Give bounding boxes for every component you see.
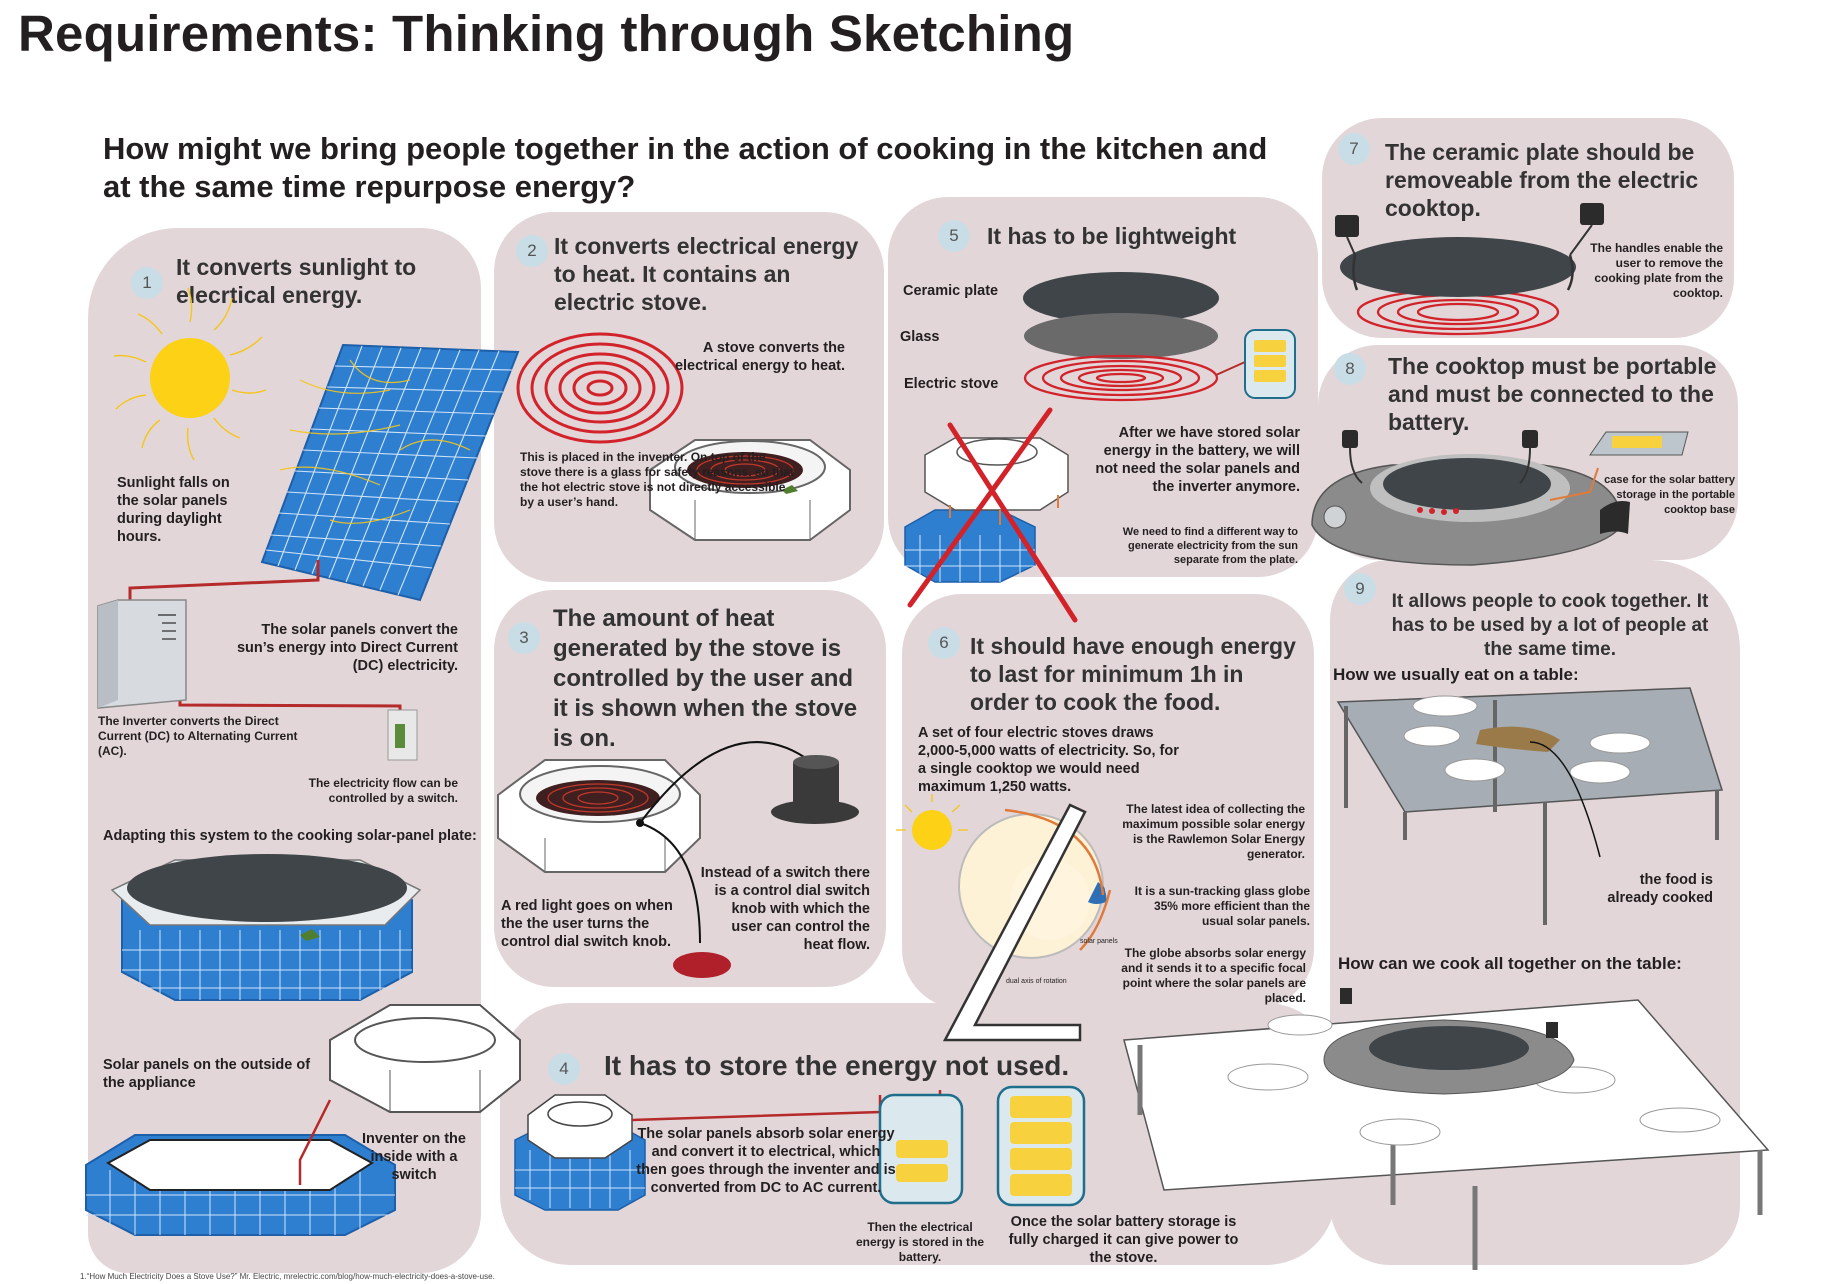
shared-table-icon <box>1123 988 1770 1270</box>
label-inside: Inventer on the inside with a switch <box>362 1131 466 1183</box>
solar-plate-icon <box>110 854 422 1001</box>
step-number-4: 4 <box>548 1053 580 1085</box>
control-knob-icon <box>771 755 859 824</box>
mini-appliance-icon <box>514 1094 646 1211</box>
panel-7 <box>1322 118 1734 338</box>
label-after: After we have stored solar energy in the… <box>1095 425 1300 495</box>
step-number-6: 6 <box>928 627 960 659</box>
label-dial: Instead of a switch there is a control d… <box>700 865 870 953</box>
main-question: How might we bring people together in th… <box>103 131 1268 204</box>
panel-5-heading: It has to be lightweight <box>987 223 1237 249</box>
label-set-of-stoves: A set of four electric stoves draws 2,00… <box>918 725 1179 795</box>
table-icon <box>1336 687 1724 925</box>
label-stove-converts: A stove converts the electrical energy t… <box>674 340 845 374</box>
label-food-cooked: the food is already cooked <box>1607 872 1713 906</box>
label-globe-absorbs: The globe absorbs solar energy and it se… <box>1121 946 1306 1005</box>
label-how-cook-together: How can we cook all together on the tabl… <box>1338 954 1682 973</box>
panel-8-heading: The cooktop must be portable and must be… <box>1388 353 1717 435</box>
panel-6 <box>902 594 1314 1009</box>
panel-6-heading: It should have enough energy to last for… <box>970 633 1296 715</box>
label-electric-stove: Electric stove <box>904 376 999 392</box>
label-red-light: A red light goes on when the the user tu… <box>501 898 673 950</box>
step-number-2: 2 <box>516 235 548 267</box>
step-number-7: 7 <box>1338 133 1370 165</box>
solar-panel-icon <box>260 343 520 602</box>
open-solar-ring-icon <box>85 1099 396 1236</box>
label-case: case for the solar battery storage in th… <box>1604 474 1735 516</box>
step-number-1: 1 <box>131 267 163 299</box>
label-inverter-converts: The Inverter converts the Direct Current… <box>98 714 298 758</box>
label-latest-idea: The latest idea of collecting the maximu… <box>1122 802 1305 861</box>
label-sun-tracking: It is a sun-tracking glass globe 35% mor… <box>1134 884 1310 928</box>
battery-case-icon <box>1589 431 1689 456</box>
red-cross-icon <box>907 407 1078 623</box>
panel-2-heading: It converts electrical energy to heat. I… <box>554 233 859 315</box>
panel-4-heading: It has to store the energy not used. <box>604 1050 1070 1081</box>
inverter-ring-icon <box>329 1004 521 1113</box>
label-placed-glass: This is placed in the inventer. On top o… <box>520 450 795 509</box>
globe-generator-icon <box>896 794 1112 1042</box>
cooktop-icon <box>1311 430 1630 566</box>
panel-7-heading: The ceramic plate should be removeable f… <box>1385 139 1699 221</box>
step-number-5: 5 <box>938 220 970 252</box>
label-charged: Once the solar battery storage is fully … <box>1008 1214 1239 1266</box>
label-ceramic: Ceramic plate <box>903 283 999 299</box>
panel-1-heading: It converts sunlight to elecrtical energ… <box>176 254 417 308</box>
label-stored: Then the electrical energy is stored in … <box>855 1220 985 1264</box>
battery-full-icon <box>996 1085 1086 1207</box>
stove-in-inverter-icon <box>649 439 851 541</box>
label-usually: How we usually eat on a table: <box>1333 665 1579 684</box>
label-switch-flow: The electricity flow can be controlled b… <box>308 776 458 805</box>
step-number-9: 9 <box>1344 573 1376 605</box>
inverter-box-icon <box>97 599 187 709</box>
red-light-icon <box>673 952 731 978</box>
label-panels-dc: The solar panels convert the sun’s energ… <box>236 622 458 674</box>
label-need: We need to find a different way to gener… <box>1122 526 1298 566</box>
label-handles: The handles enable the user to remove th… <box>1590 241 1723 300</box>
switch-icon <box>387 709 418 761</box>
panel-3-heading: The amount of heat generated by the stov… <box>553 605 858 752</box>
stove-coil-icon <box>516 332 684 444</box>
label-absorb: The solar panels absorb solar energy and… <box>636 1126 896 1196</box>
tag-solar-panels: solar panels <box>1080 938 1118 945</box>
page-title: Requirements: Thinking through Sketching <box>18 5 1075 62</box>
step-number-8: 8 <box>1334 353 1366 385</box>
panel-9-heading: It allows people to cook together. It ha… <box>1391 591 1709 660</box>
tag-dual-axis: dual axis of rotation <box>1006 978 1067 985</box>
label-adapting: Adapting this system to the cooking sola… <box>103 828 477 844</box>
step-number-3: 3 <box>508 622 540 654</box>
label-outside: Solar panels on the outside of the appli… <box>103 1057 311 1091</box>
label-sunlight: Sunlight falls on the solar panels durin… <box>117 475 230 545</box>
sun-icon <box>113 287 267 461</box>
battery-icon <box>878 1093 964 1205</box>
footnote: 1.“How Much Electricity Does a Stove Use… <box>80 1272 495 1281</box>
label-glass: Glass <box>900 329 940 345</box>
